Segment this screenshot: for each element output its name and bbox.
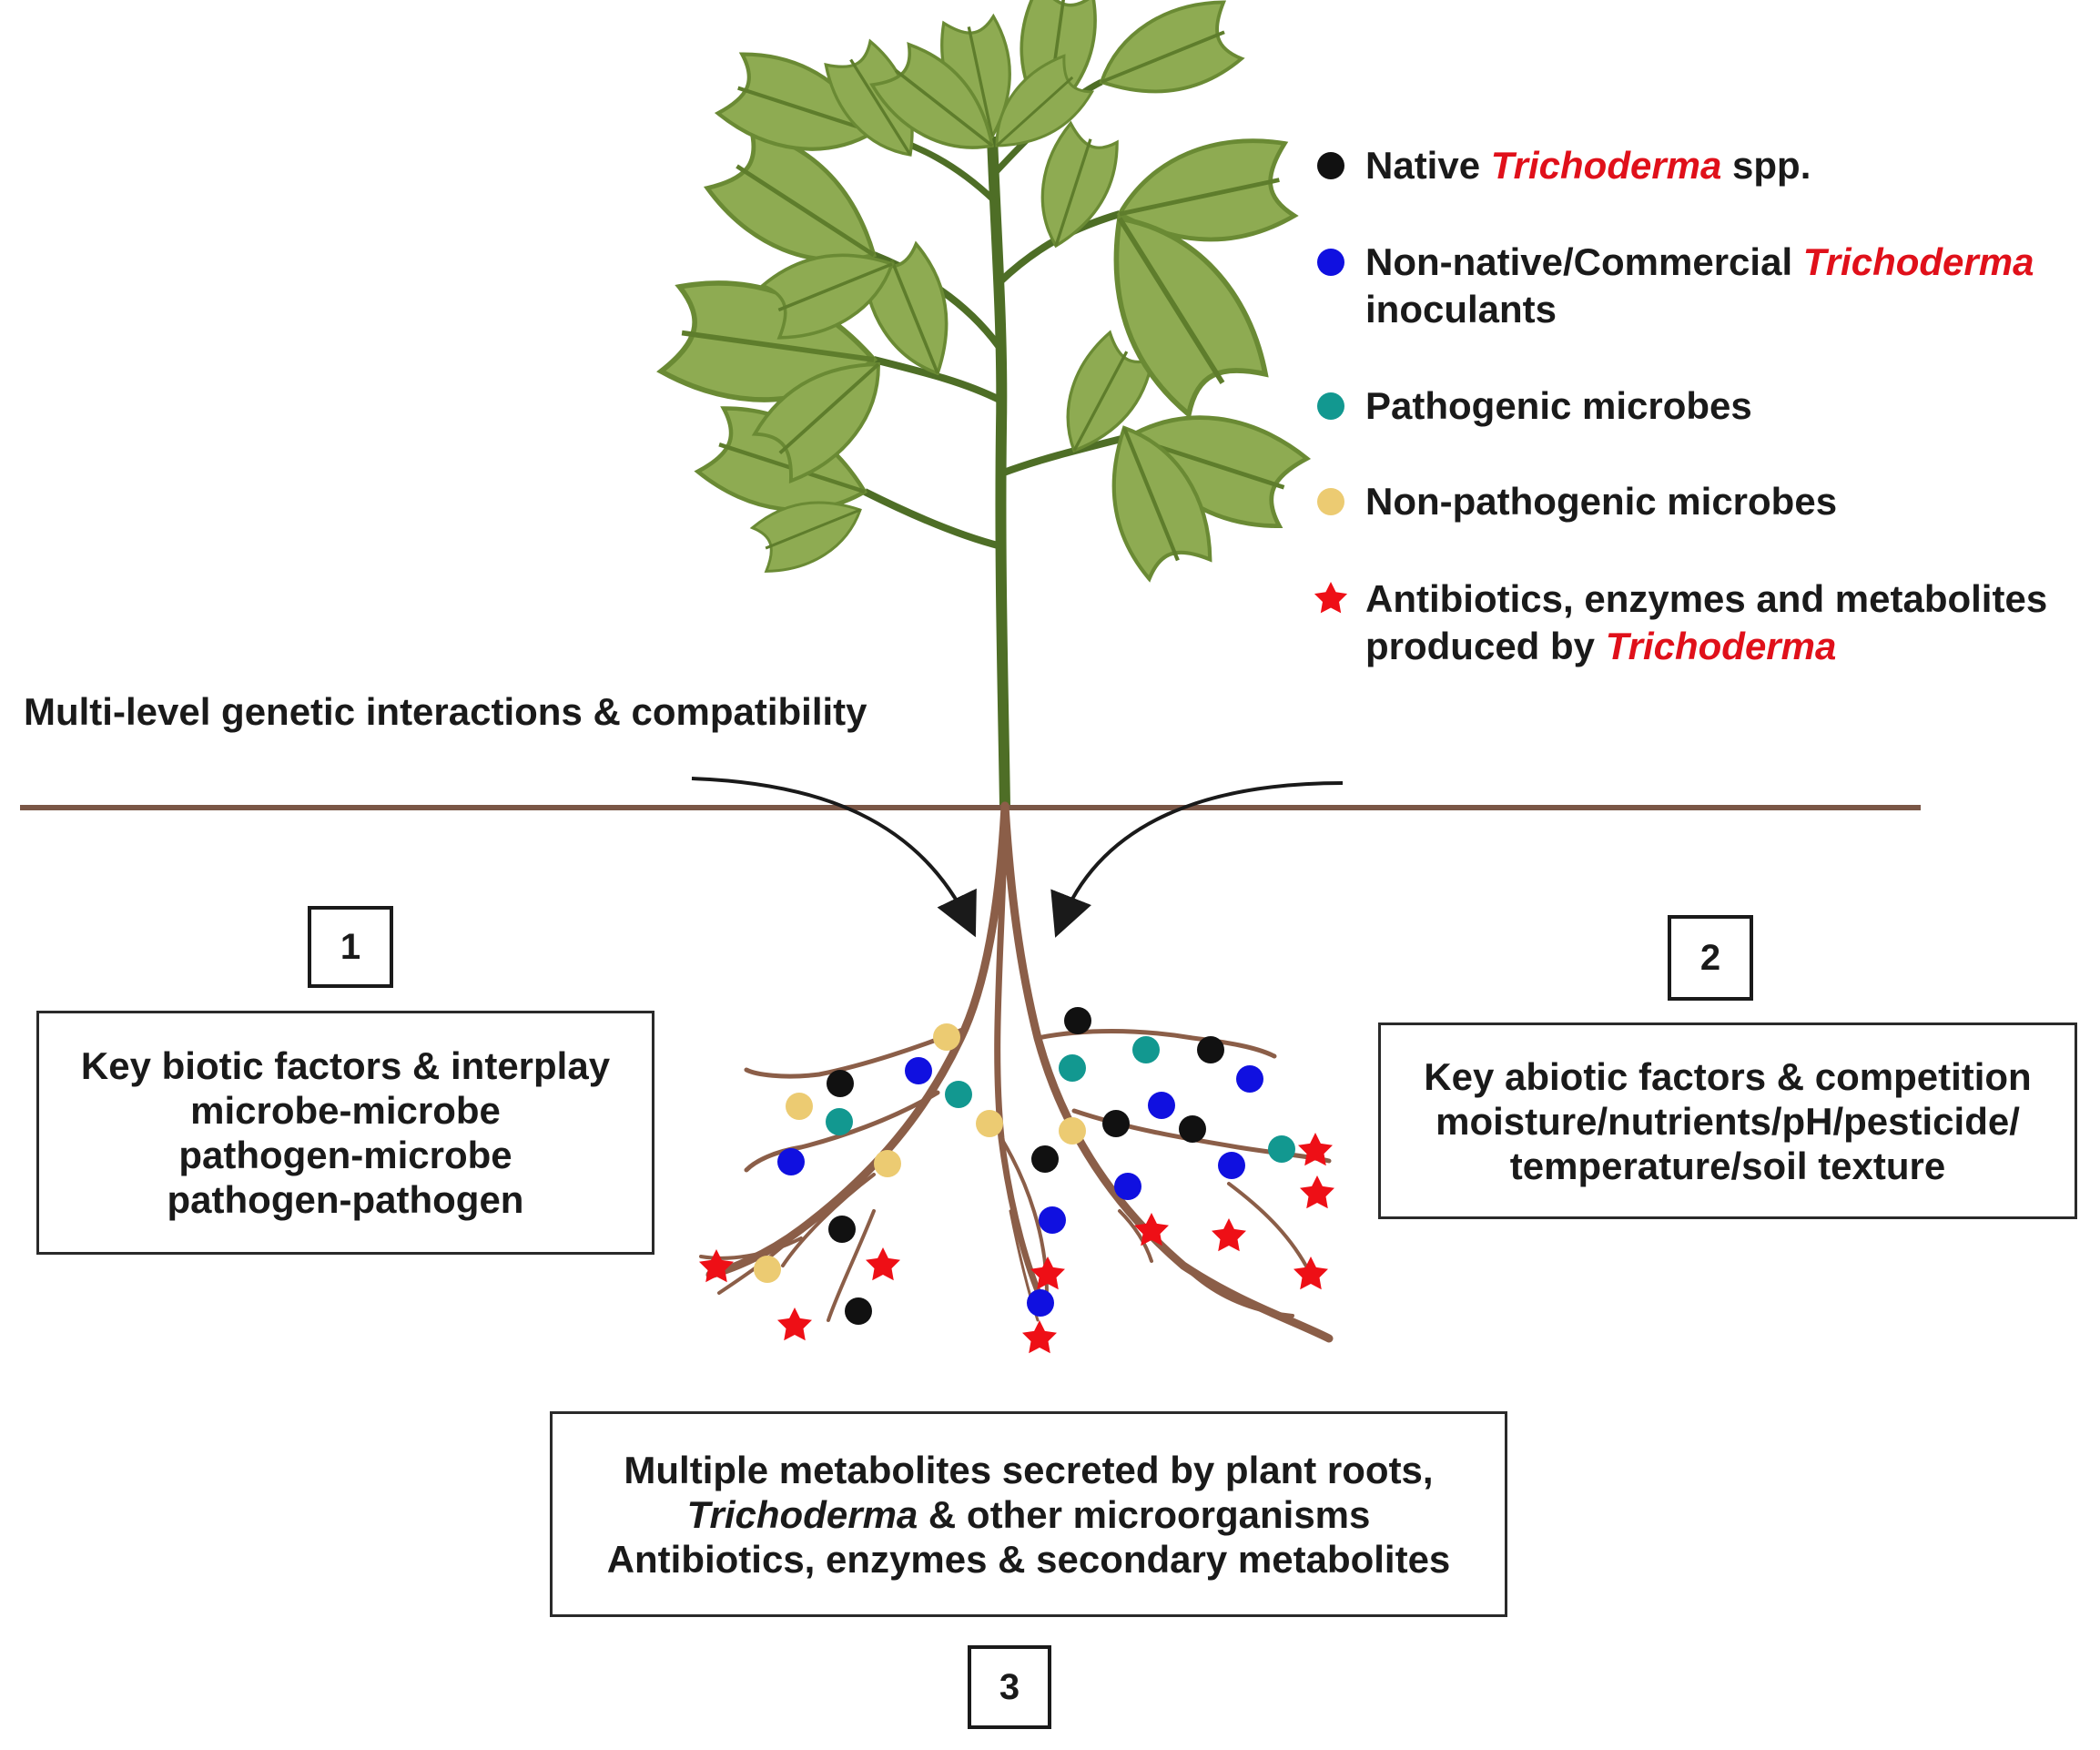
non-native-trichoderma-dot [1236, 1065, 1263, 1093]
native-trichoderma-dot [845, 1297, 872, 1325]
antibiotic-star [777, 1307, 812, 1341]
legend-item-pathogenic: Pathogenic microbes [1311, 382, 1752, 430]
black-dot-icon [1317, 152, 1344, 179]
pathogenic-microbe-dot [945, 1081, 972, 1108]
yellow-dot-icon [1317, 488, 1344, 515]
antibiotic-star [1212, 1218, 1246, 1252]
non-native-trichoderma-dot [1218, 1152, 1245, 1179]
antibiotic-star [866, 1247, 900, 1281]
native-trichoderma-dot [827, 1070, 854, 1097]
antibiotic-star [1030, 1257, 1065, 1290]
interactions-label: Multi-level genetic interactions & compa… [24, 690, 867, 733]
number-box-3: 3 [968, 1645, 1051, 1729]
non-pathogenic-microbe-dot [786, 1093, 813, 1120]
native-trichoderma-dot [1102, 1110, 1130, 1137]
antibiotic-star [1293, 1257, 1328, 1290]
box-line: temperature/soil texture [1509, 1144, 1946, 1187]
box-line: microbe-microbe [190, 1089, 501, 1132]
abiotic-factors-box: Key abiotic factors & competition moistu… [1378, 1023, 2077, 1219]
non-pathogenic-microbe-dot [976, 1110, 1003, 1137]
box-line: Multiple metabolites secreted by plant r… [624, 1448, 1434, 1491]
number-box-2: 2 [1668, 915, 1753, 1001]
native-trichoderma-dot [1064, 1007, 1091, 1034]
teal-dot-icon [1317, 392, 1344, 420]
non-native-trichoderma-dot [1027, 1289, 1054, 1317]
non-native-trichoderma-dot [905, 1057, 932, 1084]
non-pathogenic-microbe-dot [754, 1256, 781, 1283]
pathogenic-microbe-dot [1268, 1135, 1295, 1163]
legend-item-antibiotics: Antibiotics, enzymes and metabolites pro… [1311, 575, 2047, 670]
antibiotic-star [1022, 1320, 1057, 1354]
pathogenic-microbe-dot [1132, 1036, 1160, 1063]
non-pathogenic-microbe-dot [874, 1150, 901, 1177]
box-line: pathogen-pathogen [167, 1178, 524, 1221]
native-trichoderma-dot [1179, 1115, 1206, 1143]
non-native-trichoderma-dot [777, 1148, 805, 1175]
biotic-factors-box: Key biotic factors & interplay microbe-m… [36, 1011, 654, 1255]
native-trichoderma-dot [1031, 1145, 1059, 1173]
non-native-trichoderma-dot [1148, 1092, 1175, 1119]
antibiotic-star [1134, 1213, 1169, 1246]
non-pathogenic-microbe-dot [933, 1023, 960, 1051]
plant-roots [699, 801, 1334, 1343]
pathogenic-microbe-dot [826, 1108, 853, 1135]
root-zone-markers [699, 1007, 1334, 1354]
right-arrow [1050, 781, 1344, 938]
non-pathogenic-microbe-dot [1059, 1117, 1086, 1145]
box-line: Trichoderma & other microorganisms [686, 1492, 1371, 1536]
metabolites-box: Multiple metabolites secreted by plant r… [550, 1411, 1507, 1617]
antibiotic-star [1298, 1133, 1333, 1166]
pathogenic-microbe-dot [1059, 1054, 1086, 1082]
number-box-1: 1 [308, 906, 393, 988]
red-star-icon [1314, 582, 1348, 614]
box-line: pathogen-microbe [178, 1134, 512, 1176]
non-native-trichoderma-dot [1039, 1206, 1066, 1234]
plant-leaves [659, 0, 1311, 585]
legend-item-non-native: Non-native/Commercial Trichoderma inocul… [1311, 239, 2034, 333]
antibiotic-star [1300, 1175, 1334, 1209]
antibiotic-star [699, 1249, 734, 1283]
native-trichoderma-dot [828, 1216, 856, 1243]
legend-item-non-pathogenic: Non-pathogenic microbes [1311, 478, 1837, 525]
native-trichoderma-dot [1197, 1036, 1224, 1063]
legend-item-native: Native Trichoderma spp. [1311, 142, 1811, 189]
blue-dot-icon [1317, 249, 1344, 276]
box-line: Antibiotics, enzymes & secondary metabol… [606, 1537, 1451, 1581]
box-line: Key abiotic factors & competition [1424, 1054, 2032, 1098]
non-native-trichoderma-dot [1114, 1173, 1141, 1200]
box-line: Key biotic factors & interplay [80, 1044, 611, 1087]
left-arrow [691, 777, 977, 938]
box-line: moisture/nutrients/pH/pesticide/ [1436, 1099, 2020, 1143]
